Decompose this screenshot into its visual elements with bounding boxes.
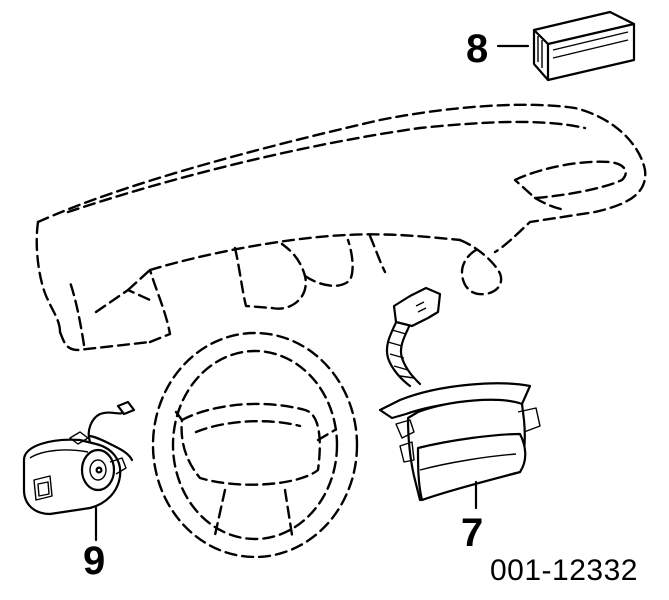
glove-box-latch-icon [496, 10, 636, 82]
figure-id-label: 001-12332 [490, 554, 638, 587]
callout-7-label: 7 [461, 511, 484, 555]
airbag-module-icon [378, 286, 541, 510]
steering-wheel-outline [151, 331, 359, 559]
clockspring-icon [22, 400, 136, 542]
callout-8-label: 8 [466, 27, 489, 71]
callout-9-label: 9 [83, 539, 106, 583]
instrument-panel-outline [35, 103, 647, 352]
